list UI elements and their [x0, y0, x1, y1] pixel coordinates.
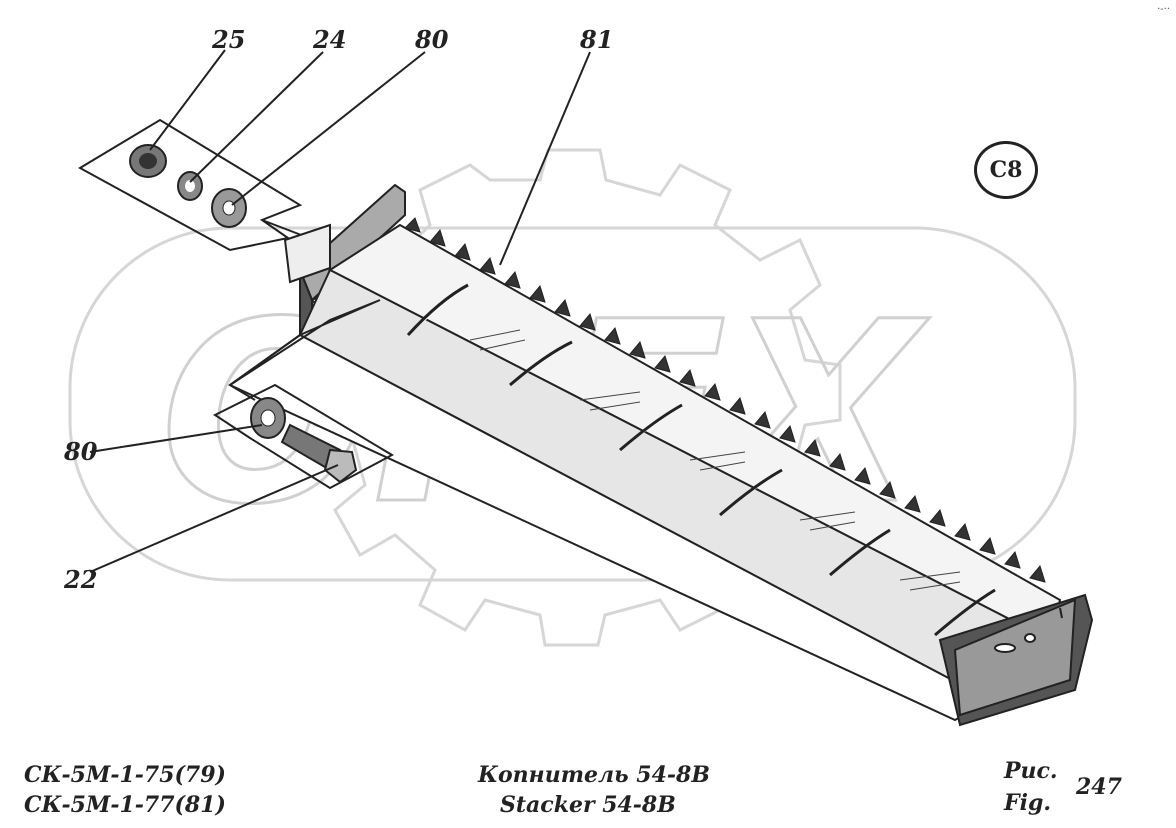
bolt-22 [280, 423, 358, 484]
callout-22: 22 [64, 565, 98, 594]
fig-label-english: Fig. [1004, 790, 1052, 816]
callout-25: 25 [212, 25, 246, 54]
trough-slots [406, 283, 996, 637]
trough-teeth [404, 217, 1046, 583]
bottom-hardware-plate [212, 299, 395, 490]
title-russian: Копнитель 54-8В [478, 762, 710, 788]
model-line-1: СК-5М-1-75(79) [24, 762, 226, 788]
fig-label-russian: Рис. [1004, 758, 1058, 784]
leader-lines [89, 49, 591, 573]
washer-80-bottom [250, 397, 286, 439]
title-english: Stacker 54-8B [500, 792, 676, 818]
callout-24: 24 [313, 25, 347, 54]
model-line-2: СК-5М-1-77(81) [24, 792, 226, 818]
section-badge: C8 [974, 141, 1038, 199]
washer-80-top [211, 188, 247, 228]
lock-washer-24 [177, 171, 203, 201]
callout-80-left: 80 [64, 437, 98, 466]
trough-shading [469, 329, 961, 591]
callout-81: 81 [580, 25, 614, 54]
figure-number: 247 [1076, 774, 1122, 800]
stacker-trough [228, 223, 1094, 727]
callout-80-top: 80 [415, 25, 449, 54]
nut-25 [129, 144, 167, 178]
corner-mark: ·-·· [1157, 4, 1170, 15]
